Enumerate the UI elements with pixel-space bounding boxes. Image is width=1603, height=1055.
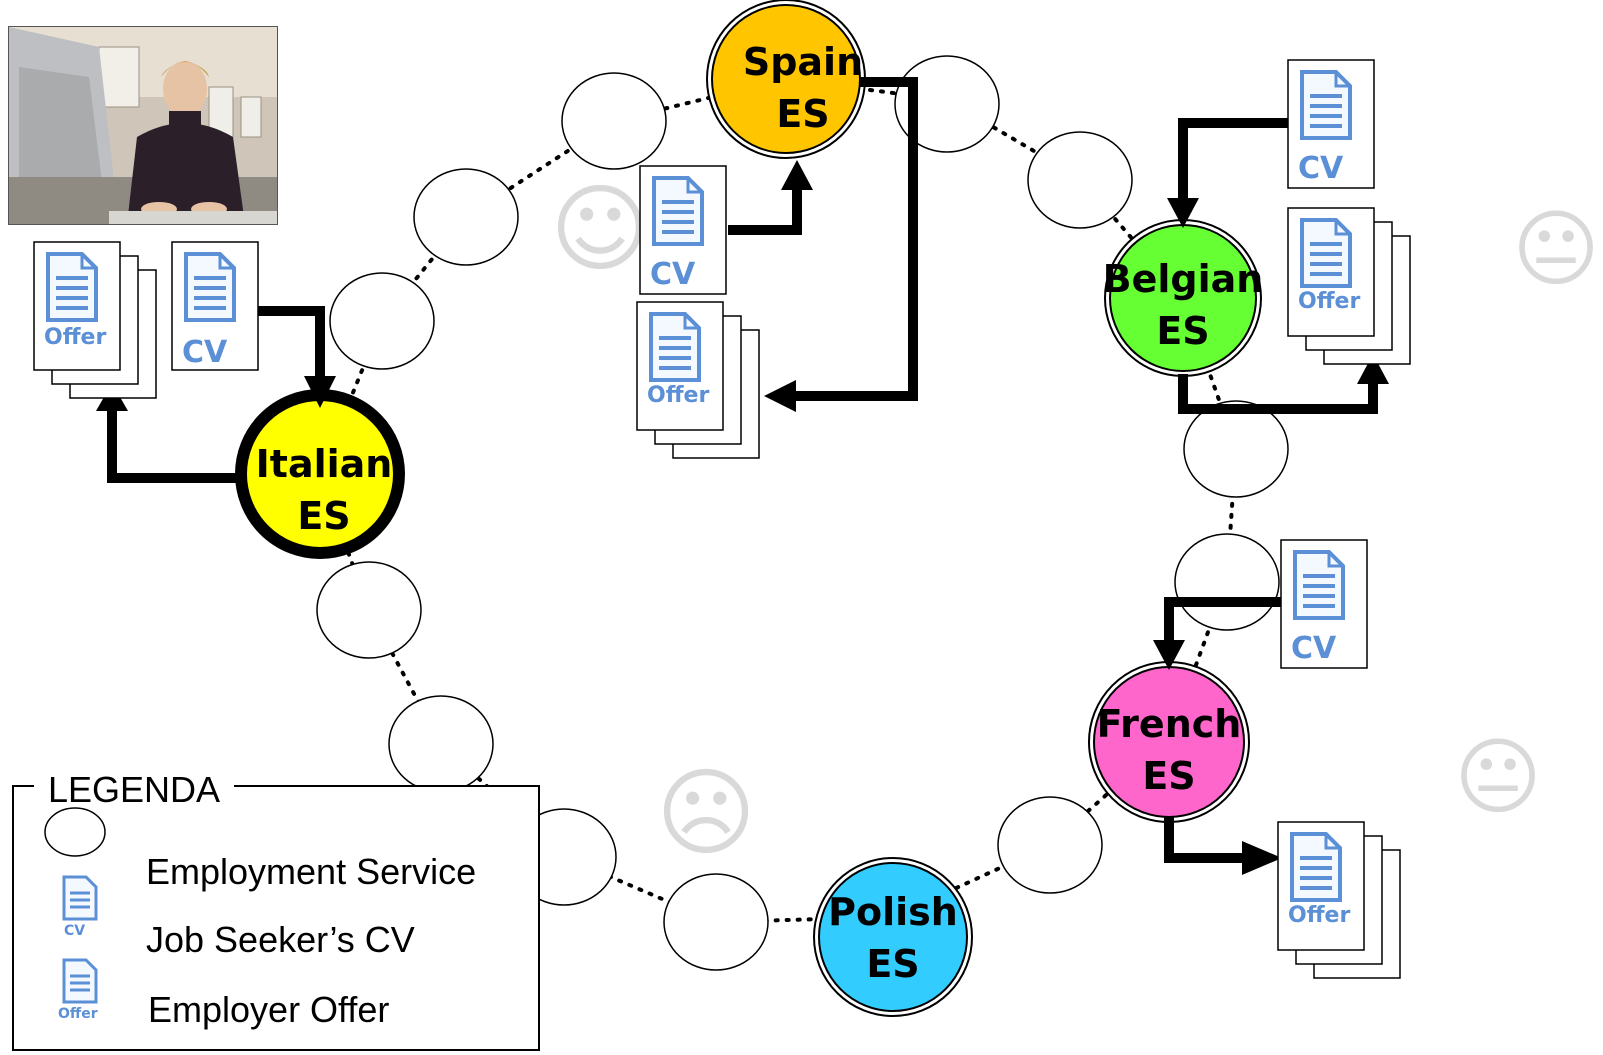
node-french: French ES [1088, 661, 1250, 823]
offer-label: Offer [1298, 289, 1360, 314]
cv-label: CV [182, 335, 228, 370]
node-italian-es: ES [297, 494, 350, 538]
offer-label: Offer [58, 1006, 98, 1022]
arrow-heads [96, 160, 1389, 875]
es-circle [1027, 131, 1133, 229]
offer-stack-spain: Offer [635, 300, 761, 460]
node-polish-name: Polish [828, 890, 958, 934]
node-spain-es: ES [776, 92, 829, 136]
node-belgian-name: Belgian [1103, 257, 1264, 301]
offer-stack-french: Offer [1276, 820, 1402, 980]
cv-doc-belgian: CV [1286, 58, 1376, 190]
smiley-neutral-icon: 😐 [1454, 728, 1542, 826]
node-spain-name: Spain [743, 40, 863, 84]
node-italian-name: Italian [256, 442, 393, 486]
es-circle [561, 72, 667, 170]
es-circle [663, 873, 769, 971]
legend-label-employment-service: Employment Service [146, 851, 477, 892]
node-belgian-es: ES [1156, 309, 1209, 353]
cv-label: CV [1291, 631, 1337, 666]
offer-stack-belgian: Offer [1286, 206, 1412, 366]
arrow-cv-to-french [1164, 597, 1281, 645]
smiley-neutral-icon: 😐 [1512, 200, 1600, 298]
cv-label: CV [650, 257, 696, 292]
cv-document-icon: CV [62, 875, 98, 939]
es-circle [894, 55, 1000, 153]
arrowhead-icon [1153, 640, 1185, 670]
cv-label: CV [1298, 151, 1344, 186]
node-french-es: ES [1142, 754, 1195, 798]
legend-title: LEGENDA [34, 770, 235, 810]
offer-label: Offer [1288, 903, 1350, 928]
node-polish-es: ES [866, 942, 919, 986]
arrow-cv-to-italian [258, 306, 325, 380]
cv-doc-spain: CV [638, 164, 728, 296]
flow-arrows [107, 77, 1378, 863]
node-french-name: French [1097, 702, 1242, 746]
arrow-italian-to-offer [107, 405, 240, 483]
arrow-belgian-to-offer [1178, 374, 1378, 414]
es-circle [316, 561, 422, 659]
es-circle [388, 695, 494, 793]
arrow-french-to-offer [1164, 817, 1246, 863]
legend-label-cv: Job Seeker’s CV [146, 919, 415, 960]
arrowhead-icon [304, 376, 336, 408]
es-circle [413, 168, 519, 266]
node-polish: Polish ES [813, 857, 973, 1017]
arrowhead-icon [1357, 354, 1389, 384]
node-italian: Italian ES [235, 389, 405, 559]
es-circle [997, 796, 1103, 894]
smiley-sad-icon: ☹ [656, 757, 756, 869]
arrowhead-icon [764, 380, 796, 412]
empty-circle-icon [44, 807, 106, 857]
node-belgian: Belgian ES [1103, 219, 1264, 377]
es-circle [1183, 400, 1289, 498]
offer-document-icon: Offer [58, 958, 98, 1022]
es-circle [329, 272, 435, 370]
legend-label-offer: Employer Offer [148, 989, 390, 1030]
cv-label: CV [64, 923, 85, 939]
arrowhead-icon [1242, 841, 1282, 875]
cv-doc-italian: CV [170, 240, 260, 372]
arrow-spain-to-offer [792, 77, 918, 401]
arrow-cv-to-spain [728, 186, 802, 235]
offer-label: Offer [647, 383, 709, 408]
legend-icons: CV Offer [44, 807, 106, 1022]
arrowhead-icon [781, 160, 813, 190]
arrowhead-icon [1167, 198, 1199, 228]
offer-label: Offer [44, 325, 106, 350]
arrow-cv-to-belgian [1178, 118, 1288, 204]
cv-doc-french: CV [1279, 538, 1369, 670]
es-circle [1174, 533, 1280, 631]
offer-stack-italian: Offer [32, 240, 158, 400]
smiley-happy-icon: ☺ [550, 173, 650, 285]
photo-woman-at-computer [8, 26, 278, 225]
node-spain: Spain ES [706, 0, 866, 159]
